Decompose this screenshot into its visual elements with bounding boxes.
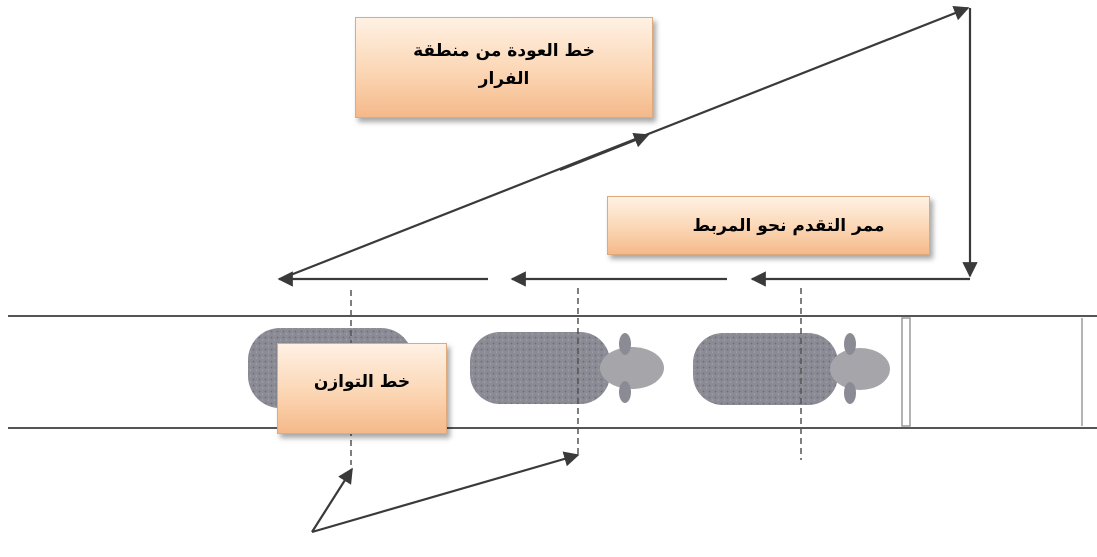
- balance-line-label-box: خط التوازن: [277, 343, 447, 434]
- animal-ear: [844, 382, 856, 404]
- advance-lane-label: ممر التقدم نحو المربط: [692, 215, 885, 236]
- return-line-mid-arrow: [559, 132, 650, 172]
- chute: [8, 315, 1097, 429]
- animal-ear: [619, 381, 631, 403]
- animal-ear: [844, 333, 856, 355]
- return-line-label: خط العودة من منطقة الفرار: [413, 40, 595, 89]
- animal-head: [830, 348, 890, 390]
- animal-middle: [470, 332, 664, 404]
- pointer-arrow-to-balance-1: [311, 467, 353, 533]
- animal-body: [470, 332, 610, 404]
- return-line-label-box: خط العودة من منطقة الفرار: [355, 17, 653, 118]
- chute-gate: [901, 317, 911, 427]
- animal-right: [693, 333, 890, 405]
- animal-head: [600, 347, 664, 389]
- movement-path: [277, 5, 978, 534]
- pointer-arrow-to-balance-2: [311, 451, 580, 534]
- animal-body: [693, 333, 838, 405]
- balance-line-label: خط التوازن: [313, 371, 411, 392]
- animal-ear: [619, 333, 631, 355]
- advance-lane-label-box: ممر التقدم نحو المربط: [607, 196, 930, 255]
- balance-marker-lines: [350, 288, 802, 465]
